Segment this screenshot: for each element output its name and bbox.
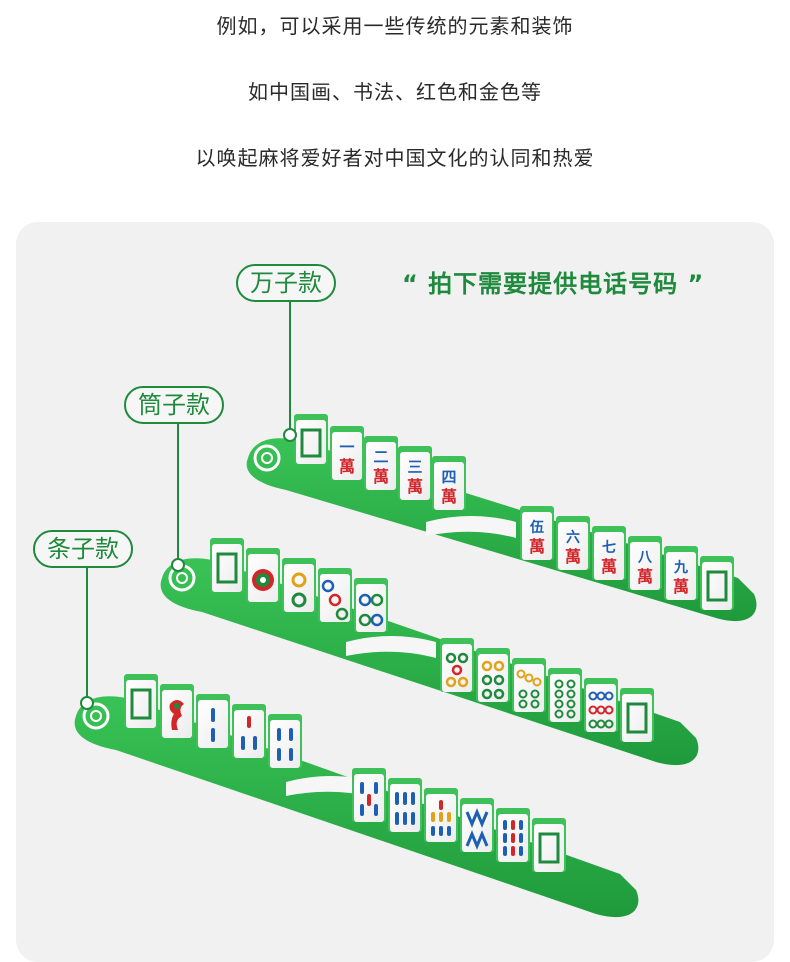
svg-text:六: 六 [566, 529, 580, 546]
svg-text:八: 八 [637, 550, 653, 566]
mahjong-rack-illustration: 一萬 二萬 三萬 四萬 伍萬 六萬 七萬 八萬 九萬 [74, 414, 757, 918]
svg-text:萬: 萬 [339, 457, 355, 476]
pointer-dot-tiao [80, 696, 94, 710]
tiao-tile-blank-right [532, 818, 566, 872]
svg-text:萬: 萬 [673, 577, 689, 596]
svg-text:四: 四 [441, 468, 456, 486]
pointer-line-tiao [86, 566, 88, 698]
svg-text:二: 二 [373, 448, 388, 466]
tiao-tile-7 [424, 788, 458, 842]
wan-tile-3: 三萬 [398, 446, 432, 500]
wan-tile-6: 六萬 [556, 516, 590, 570]
tong-tiles-left [210, 538, 388, 632]
tiao-tile-4 [268, 714, 302, 768]
tong-tiles-right [440, 638, 654, 742]
intro-line-2: 如中国画、书法、红色和金色等 [248, 80, 542, 104]
tong-tile-7 [512, 658, 546, 712]
tiao-tile-blank [124, 674, 158, 728]
tiao-tile-8 [460, 798, 494, 852]
wan-tile-7: 七萬 [592, 526, 626, 580]
svg-text:七: 七 [602, 540, 616, 556]
pointer-dot-wan [283, 428, 297, 442]
intro-line-1: 例如，可以采用一些传统的元素和装饰 [216, 14, 574, 38]
wan-tiles-right: 伍萬 六萬 七萬 八萬 九萬 [520, 506, 734, 610]
wan-tile-9: 九萬 [664, 546, 698, 600]
tiao-tile-6 [388, 778, 422, 832]
tiao-tiles-left [124, 674, 302, 768]
svg-text:萬: 萬 [529, 537, 545, 556]
wan-tile-2: 二萬 [364, 436, 398, 490]
svg-text:萬: 萬 [565, 547, 581, 566]
pointer-line-tong [177, 422, 179, 560]
rack-tiao-logo [82, 702, 110, 730]
tong-tile-4 [354, 578, 388, 632]
svg-text:三: 三 [407, 458, 422, 476]
pointer-dot-tong [171, 558, 185, 572]
tong-tile-2 [282, 558, 316, 612]
svg-text:萬: 萬 [441, 487, 457, 506]
wan-tile-blank-right [700, 556, 734, 610]
svg-text:九: 九 [673, 560, 688, 576]
svg-text:伍: 伍 [529, 519, 544, 536]
intro-line-3: 以唤起麻将爱好者对中国文化的认同和热爱 [195, 146, 595, 170]
wan-tile-8: 八萬 [628, 536, 662, 590]
tong-tile-9 [584, 678, 618, 732]
wan-tile-1: 一萬 [330, 426, 364, 480]
tiao-tile-3 [232, 704, 266, 758]
tong-tile-5 [440, 638, 474, 692]
svg-text:萬: 萬 [637, 567, 653, 586]
tong-tile-8 [548, 668, 582, 722]
tong-tile-blank-right [620, 688, 654, 742]
tiao-tile-2 [196, 694, 230, 748]
tong-tile-3 [318, 568, 352, 622]
wan-tiles-left: 一萬 二萬 三萬 四萬 [294, 414, 466, 510]
label-tong: 筒子款 [124, 386, 224, 424]
tiao-tile-5 [352, 768, 386, 822]
rack-tong-groove [346, 636, 436, 658]
svg-text:萬: 萬 [407, 477, 423, 496]
svg-text:萬: 萬 [373, 467, 389, 486]
svg-text:萬: 萬 [601, 557, 617, 576]
label-tiao: 条子款 [33, 530, 133, 568]
tiao-tile-1 [160, 684, 194, 738]
phone-note: “ 拍下需要提供电话号码 ” [402, 270, 705, 298]
tong-tile-blank [210, 538, 244, 592]
pointer-line-wan [289, 300, 291, 430]
tiao-tiles-right [352, 768, 566, 872]
label-wan: 万子款 [236, 264, 336, 302]
wan-tile-4: 四萬 [432, 456, 466, 510]
tong-tile-6 [476, 648, 510, 702]
tong-tile-1 [246, 548, 280, 602]
svg-text:一: 一 [339, 438, 354, 456]
tiao-tile-9 [496, 808, 530, 862]
rack-wan-logo [253, 444, 281, 472]
wan-tile-blank [294, 414, 328, 464]
rack-wan-groove [426, 516, 516, 538]
wan-tile-5: 伍萬 [520, 506, 554, 560]
